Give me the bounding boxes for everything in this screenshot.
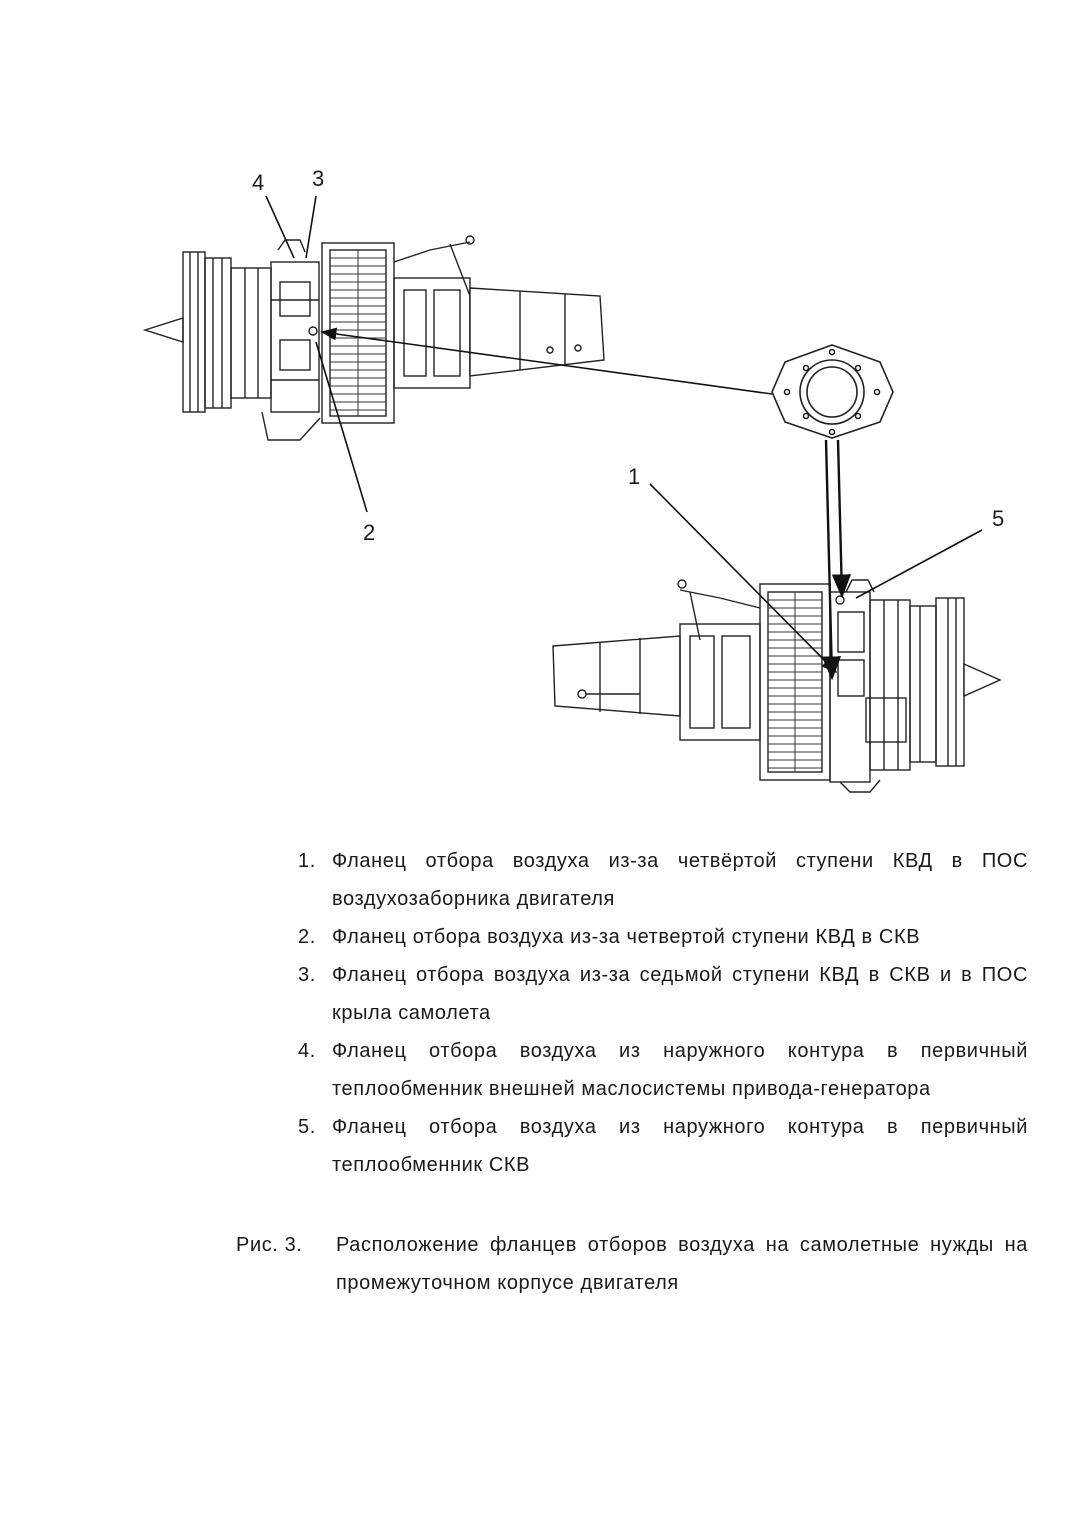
engine-figure: 4 3 2 1 5 — [142, 166, 1005, 793]
caption-prefix: Рис. 3. — [236, 1234, 303, 1256]
flange-leader-top — [320, 327, 773, 395]
leader-line-5 — [855, 529, 983, 599]
caption-text: Расположение фланцев отборов воздуха на … — [336, 1234, 1028, 1294]
engine-top-hatching — [330, 250, 386, 416]
legend-text: Фланец отбора воздуха из наружного конту… — [332, 1116, 1028, 1176]
legend-text: Фланец отбора воздуха из наружного конту… — [332, 1040, 1028, 1100]
legend-item: 3. Фланец отбора воздуха из-за седьмой с… — [298, 956, 1028, 1032]
callout-4: 4 — [252, 170, 265, 195]
legend-number: 2. — [298, 926, 316, 948]
callout-3: 3 — [312, 166, 325, 191]
callout-5: 5 — [992, 506, 1005, 531]
flange-leader-down-right — [831, 439, 852, 599]
legend-item: 4. Фланец отбора воздуха из наружного ко… — [298, 1032, 1028, 1108]
flange-detail-drawing — [771, 344, 894, 439]
legend-number: 1. — [298, 850, 316, 872]
legend-number: 4. — [298, 1040, 316, 1062]
legend: 1. Фланец отбора воздуха из-за четвёртой… — [298, 842, 1028, 1184]
legend-number: 3. — [298, 964, 316, 986]
legend-item: 1. Фланец отбора воздуха из-за четвёртой… — [298, 842, 1028, 918]
figure-caption: Рис. 3. Расположение фланцев отборов воз… — [236, 1226, 1028, 1302]
engine-drawings — [142, 195, 1002, 793]
flange-leader-down-left — [821, 439, 842, 681]
legend-text: Фланец отбора воздуха из-за седьмой ступ… — [332, 964, 1028, 1024]
leader-line-3 — [305, 195, 317, 259]
leader-line-4 — [265, 195, 295, 259]
leader-line-1 — [649, 483, 838, 674]
legend-text: Фланец отбора воздуха из-за четвёртой ст… — [332, 850, 1028, 910]
legend-item: 5. Фланец отбора воздуха из наружного ко… — [298, 1108, 1028, 1184]
callout-1: 1 — [628, 464, 641, 489]
leader-lines — [265, 195, 983, 681]
leader-line-2 — [315, 341, 368, 513]
legend-number: 5. — [298, 1116, 316, 1138]
engine-bottom-hatching — [768, 592, 822, 772]
legend-text: Фланец отбора воздуха из-за четвертой ст… — [332, 926, 921, 948]
engine-top-drawing — [142, 235, 605, 441]
callout-2: 2 — [363, 520, 376, 545]
legend-item: 2. Фланец отбора воздуха из-за четвертой… — [298, 918, 1028, 956]
